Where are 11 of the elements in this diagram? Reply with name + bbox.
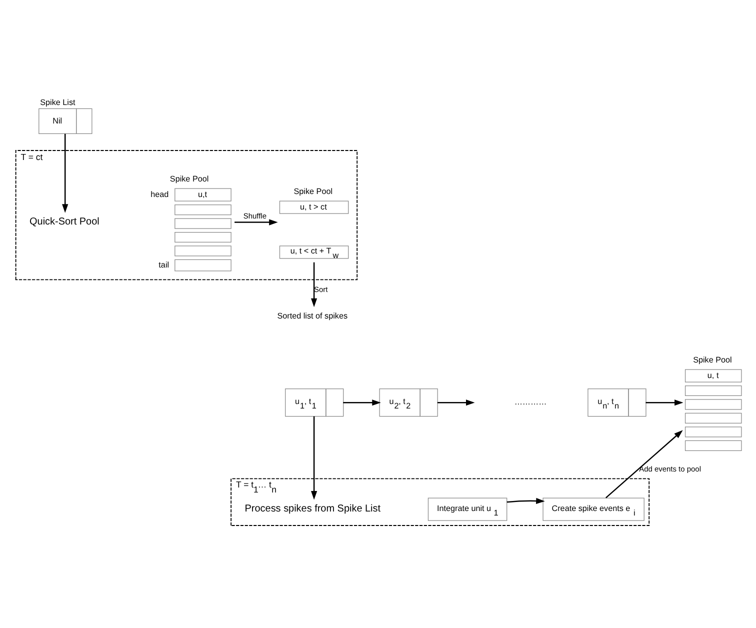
arrow <box>310 262 318 308</box>
arrow <box>646 400 684 406</box>
arrow <box>506 498 545 504</box>
node-text: Quick-Sort Pool <box>30 216 100 228</box>
node-text: Process spikes from Spike List <box>244 504 381 515</box>
arrow <box>234 219 278 226</box>
arrow <box>605 430 683 498</box>
arrow <box>437 400 475 406</box>
arrow <box>62 134 68 213</box>
arrow <box>343 400 381 406</box>
arrow <box>310 416 318 500</box>
